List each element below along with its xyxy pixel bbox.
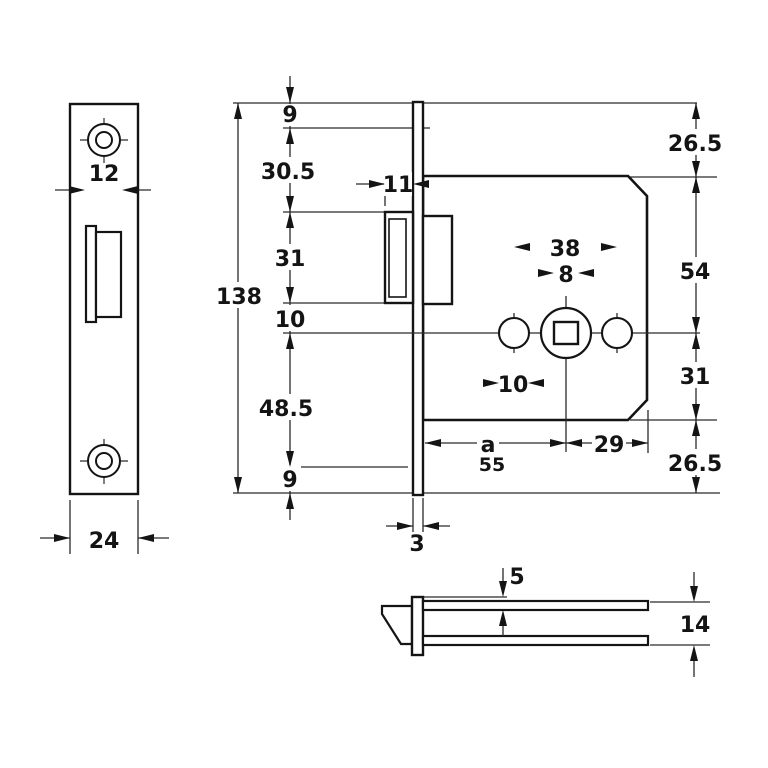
dim-total-height: 138: [216, 285, 262, 310]
label-backgrounds: [214, 104, 722, 491]
bolt-slot-lip: [84, 224, 98, 324]
lock-body-view: [283, 100, 700, 497]
dim-case-depth: 14: [680, 613, 711, 638]
bolt-bevel-profile: [380, 604, 414, 646]
dim-hole-spacing: 38: [550, 237, 581, 262]
dim-bolt-projection: 11: [383, 173, 414, 198]
screw-hole-bottom-inner: [95, 452, 113, 470]
deadbolt-tail: [421, 214, 454, 306]
spindle-square: [552, 320, 580, 346]
dim-case-bottom: 26.5: [668, 452, 722, 477]
dimension-labels: 12 24 9 30.5 31 10 48.5 9 138 11 3 26.5 …: [89, 103, 722, 638]
deadbolt-head-detail: [388, 218, 407, 298]
dim-backset-label: a: [481, 433, 496, 458]
dim-plate-thickness: 5: [509, 565, 524, 590]
bolt-slot-cutout: [94, 230, 123, 319]
dim-case-upper: 54: [680, 260, 711, 285]
dim-slot-width: 12: [89, 162, 120, 187]
dim-chain-lower: 48.5: [259, 397, 313, 422]
dim-case-lower: 31: [680, 365, 711, 390]
fixing-hole-left: [497, 316, 531, 350]
case-bottom-plate: [421, 634, 650, 647]
fixing-hole-right: [600, 316, 634, 350]
dim-center-to-edge: 29: [594, 433, 625, 458]
dim-hole-diameter: 10: [498, 373, 529, 398]
dim-case-top: 26.5: [668, 132, 722, 157]
strike-plate-view: [68, 102, 140, 496]
dim-chain-bottom: 9: [282, 468, 297, 493]
faceplate: [411, 100, 425, 497]
dim-bolt-height: 31: [275, 247, 306, 272]
dim-chain-upper: 30.5: [261, 160, 315, 185]
screw-hole-top-inner: [95, 131, 113, 149]
dim-faceplate-thickness: 3: [409, 532, 424, 557]
dim-spindle-size: 8: [558, 263, 573, 288]
case-top-plate: [421, 599, 650, 612]
dim-backset-value: 55: [479, 454, 505, 476]
dim-chain-gap: 10: [275, 308, 306, 333]
side-view: [380, 568, 710, 677]
dim-chain-top: 9: [282, 103, 297, 128]
faceplate-profile: [410, 595, 425, 657]
dim-plate-width: 24: [89, 529, 120, 554]
dimension-arrowheads: [54, 87, 700, 661]
